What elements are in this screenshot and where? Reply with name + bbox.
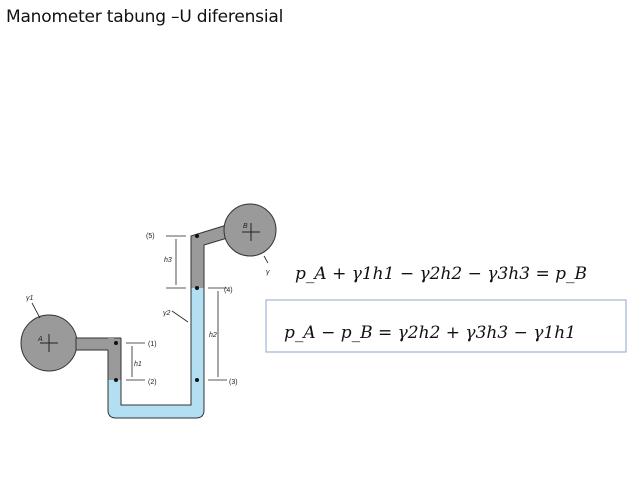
u-tube-outline bbox=[107, 223, 235, 419]
equation-pressure-difference: p_A − p_B = γ2h2 + γ3h3 − γ1h1 bbox=[284, 323, 576, 343]
label-vessel-a: A bbox=[37, 336, 43, 343]
slide-title: Manometer tabung –U diferensial bbox=[6, 7, 284, 27]
equation-pressure-balance: p_A + γ1h1 − γ2h2 − γ3h3 = p_B bbox=[295, 264, 587, 284]
equation-box bbox=[265, 299, 627, 353]
dot-point-4 bbox=[195, 286, 199, 290]
label-point-5: (5) bbox=[146, 233, 155, 240]
label-point-3: (3) bbox=[229, 379, 238, 386]
label-gamma2: γ2 bbox=[163, 310, 171, 317]
label-point-4: (4) bbox=[224, 287, 233, 294]
label-point-1: (1) bbox=[148, 341, 157, 348]
dot-point-3 bbox=[195, 378, 199, 382]
label-gamma1: γ1 bbox=[26, 295, 34, 302]
dot-point-1 bbox=[114, 341, 118, 345]
vessel-b bbox=[223, 203, 277, 257]
label-h3: h3 bbox=[164, 257, 172, 264]
label-point-2: (2) bbox=[148, 379, 157, 386]
u-tube-fluid bbox=[108, 288, 204, 418]
u-tube-right-gas bbox=[191, 224, 234, 288]
dot-point-5 bbox=[195, 234, 199, 238]
label-vessel-b: B bbox=[243, 223, 248, 230]
label-gamma3: γ bbox=[266, 269, 270, 276]
u-tube-left-gas bbox=[108, 338, 121, 380]
dot-point-2 bbox=[114, 378, 118, 382]
label-h2: h2 bbox=[209, 332, 217, 339]
dimension-lines bbox=[31, 235, 269, 381]
label-h1: h1 bbox=[134, 361, 142, 368]
